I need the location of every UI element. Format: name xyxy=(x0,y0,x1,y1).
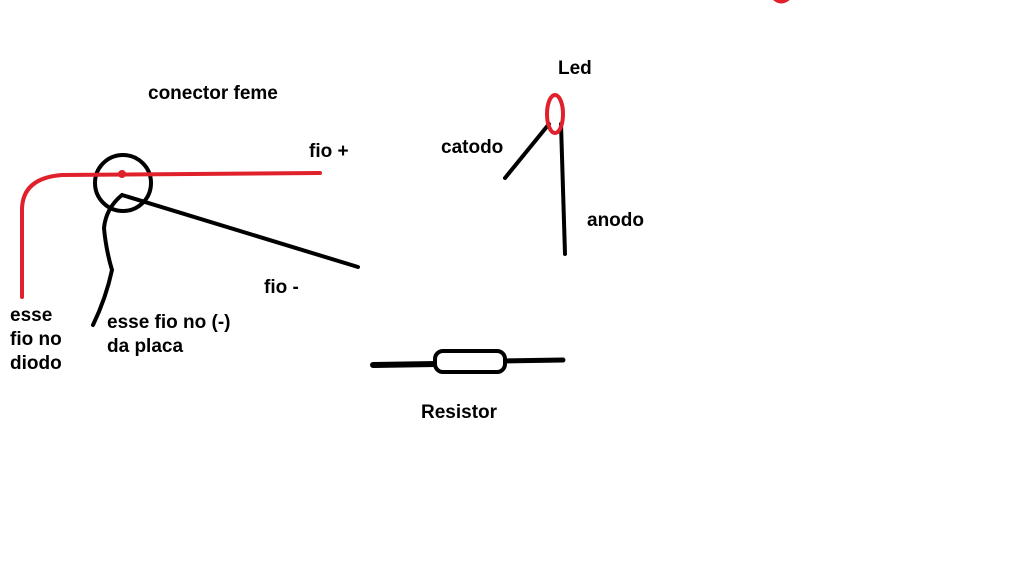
diode-wire-label-line-3: diodo xyxy=(10,353,62,374)
positive-wire xyxy=(20,171,322,299)
anode-label: anodo xyxy=(587,210,644,231)
board-wire-label-line-1: esse fio no (-) xyxy=(107,312,231,333)
resistor-lead-left xyxy=(370,361,439,368)
board-wire-label-line-2: da placa xyxy=(107,336,184,357)
wire-minus-label: fio - xyxy=(264,277,299,298)
cathode-label: catodo xyxy=(441,137,504,158)
female-connector-circle xyxy=(93,153,153,213)
connector-label: conector feme xyxy=(148,83,278,104)
resistor-label: Resistor xyxy=(421,402,498,423)
positive-contact-dot xyxy=(118,170,126,178)
resistor-lead-right xyxy=(501,357,566,364)
stray-red-arc xyxy=(773,0,790,4)
board-negative-wire xyxy=(91,193,124,327)
wire-plus-label: fio + xyxy=(309,141,349,162)
led-cathode-lead xyxy=(503,122,551,180)
led-body xyxy=(545,93,565,135)
negative-wire xyxy=(120,193,360,269)
resistor-body xyxy=(433,349,507,374)
diode-wire-label-line-1: esse xyxy=(10,305,53,326)
led-label: Led xyxy=(558,58,592,79)
led-anode-lead xyxy=(559,122,567,256)
diode-wire-label-line-2: fio no xyxy=(10,329,62,350)
